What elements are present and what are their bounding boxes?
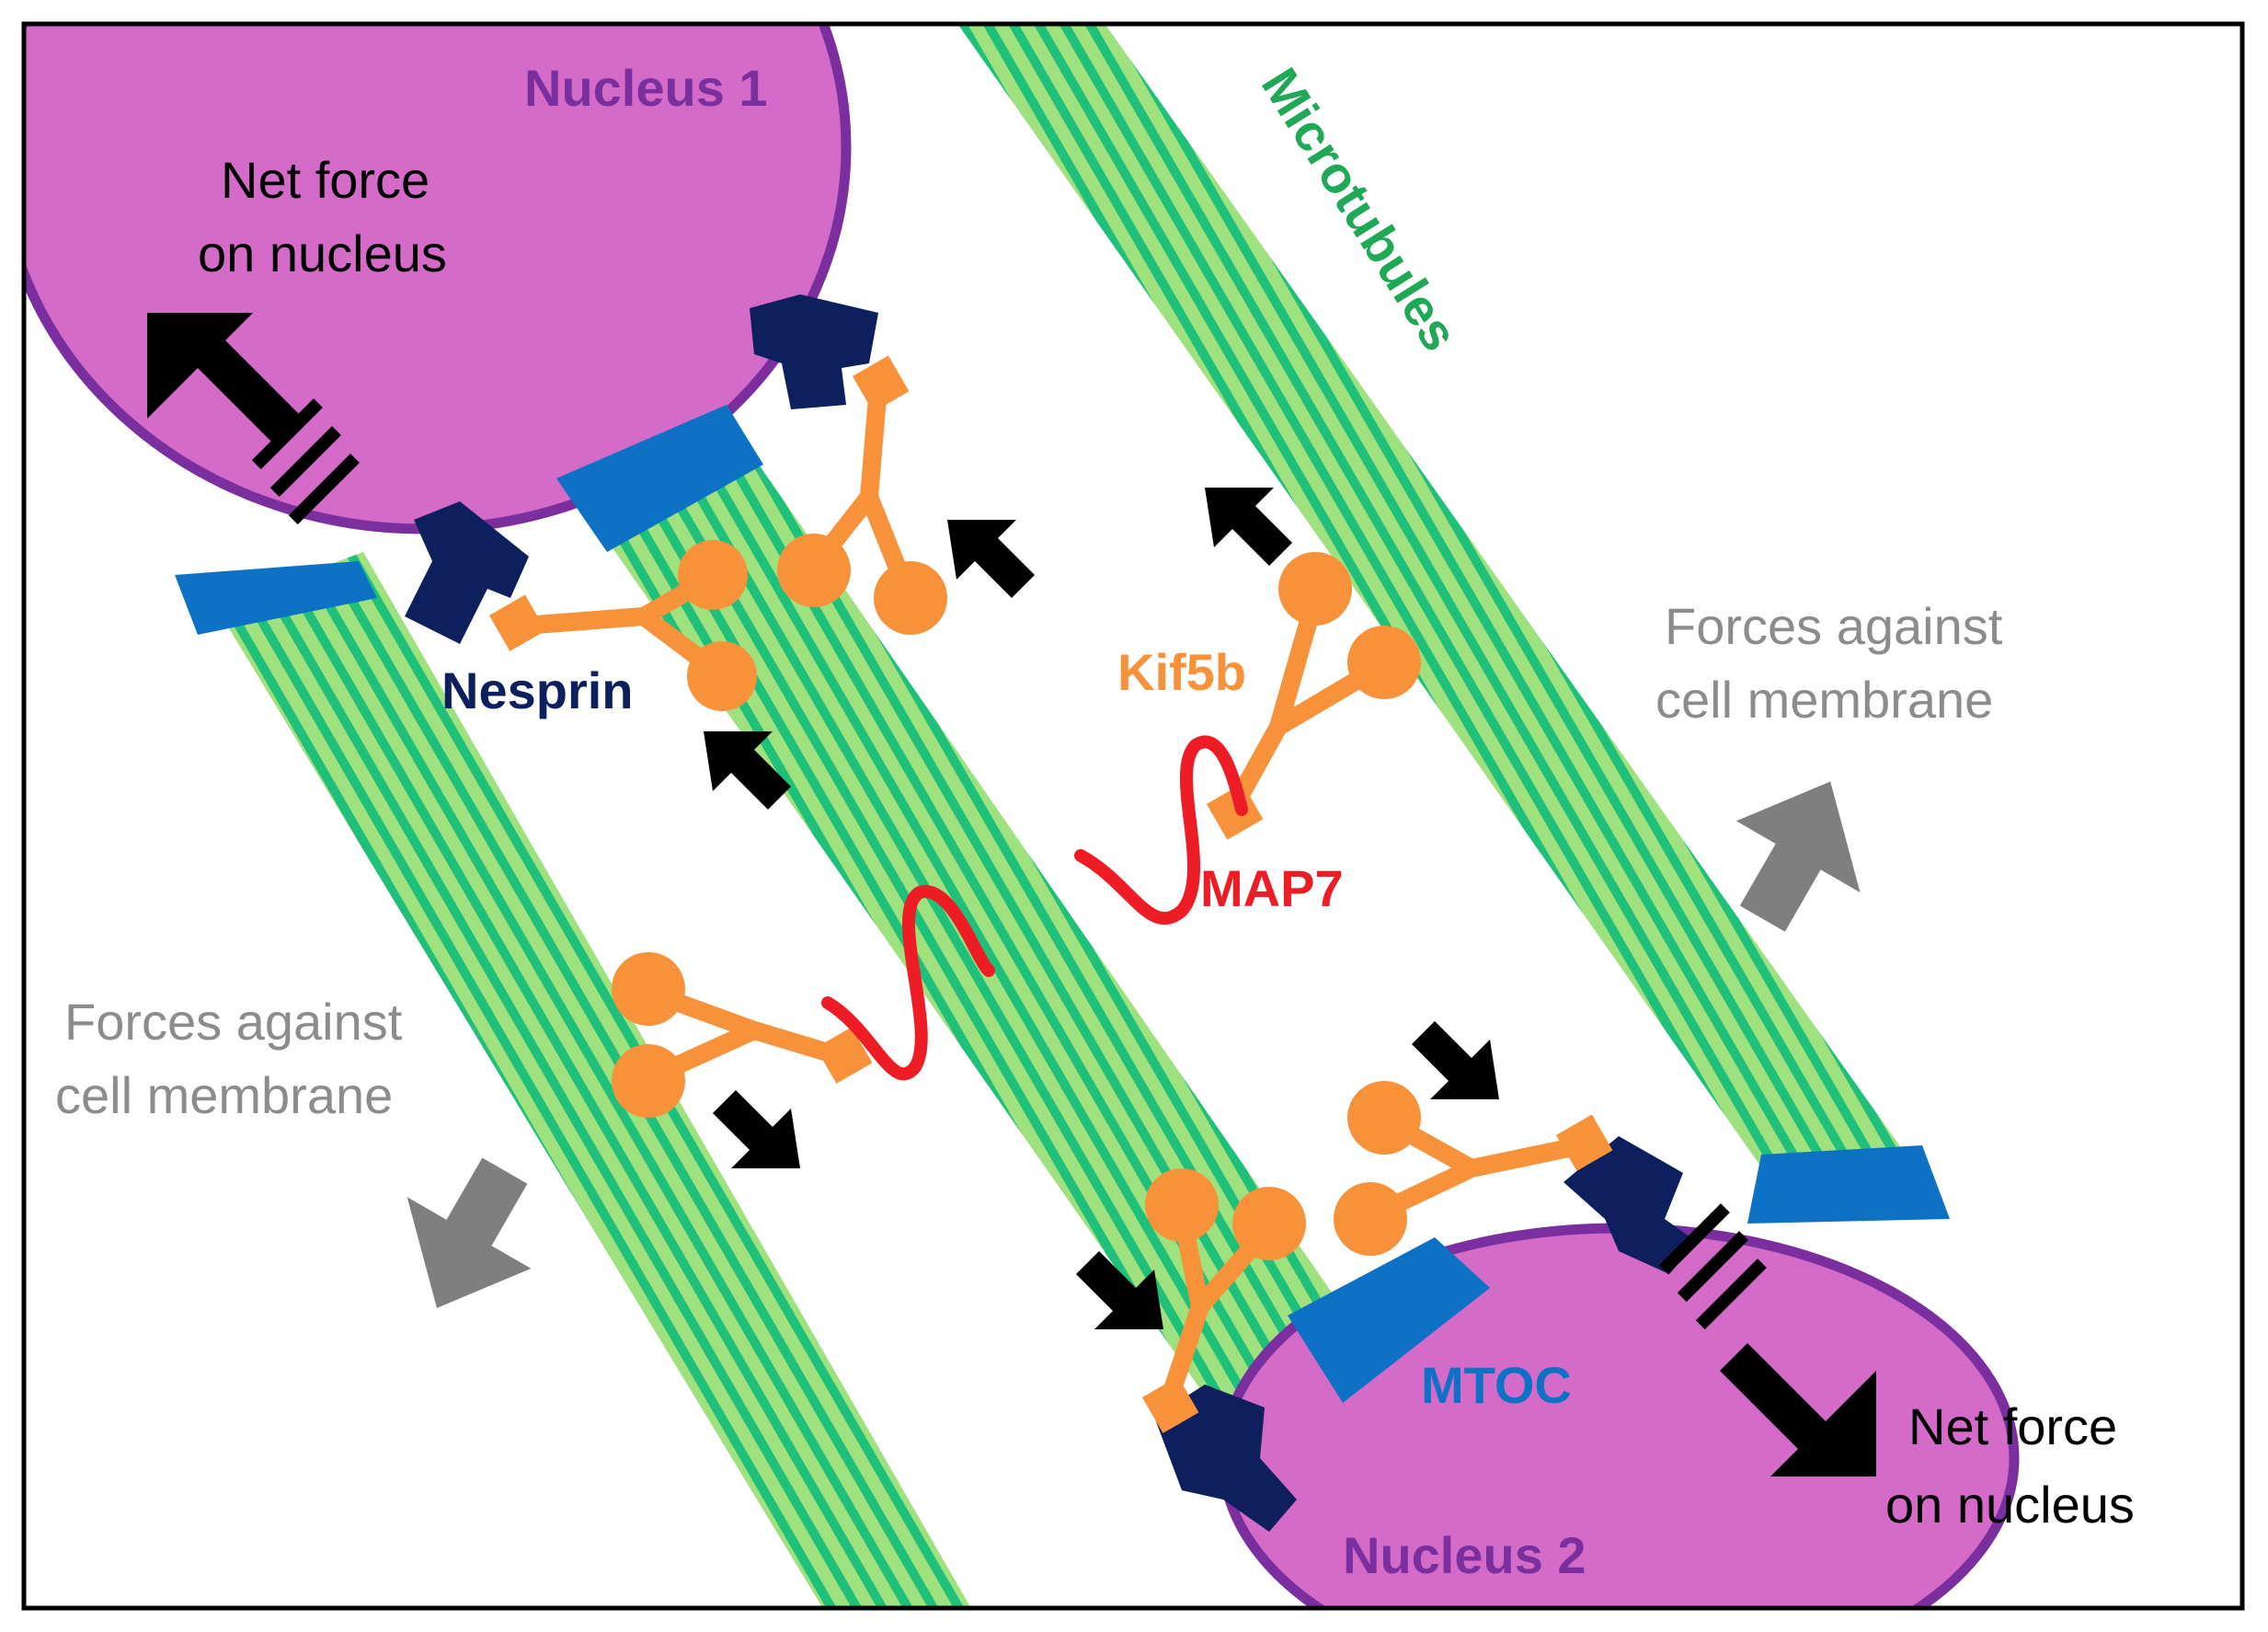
motion-arrow-2	[947, 520, 1035, 598]
net-force-2-line1: Net force	[1908, 1397, 2117, 1455]
motion-arrow-5	[1412, 1021, 1499, 1099]
nesprin-2	[750, 294, 878, 409]
kinesin-f	[1141, 1168, 1306, 1433]
nesprin-4	[1154, 1385, 1297, 1532]
microtubule-3	[957, 24, 1922, 1187]
nesprin-1	[405, 501, 529, 644]
map7-upper	[1074, 735, 1248, 925]
motion-arrows	[704, 488, 1499, 1329]
forces-left-line1: Forces against	[64, 993, 403, 1051]
nesprin-3	[1564, 1136, 1697, 1274]
kinesin-e	[1334, 1081, 1613, 1256]
net-force-arrow-2	[1658, 1203, 1876, 1477]
kinesin-c	[1206, 552, 1421, 840]
nesprin-proteins	[405, 294, 1697, 1532]
forces-right-line2: cell membrane	[1655, 671, 1993, 729]
net-force-1-line2: on nucleus	[198, 224, 447, 282]
map7-lower	[821, 885, 995, 1081]
forces-right-line1: Forces against	[1665, 597, 2003, 655]
forces-left-line2: cell membrane	[55, 1066, 393, 1124]
nesprin-label: Nesprin	[441, 661, 634, 719]
kinesin-d	[612, 952, 873, 1118]
mtoc-1b	[556, 405, 763, 552]
membrane-force-arrow-left	[407, 1157, 532, 1308]
frame-border	[21, 21, 2245, 1611]
net-force-2-line2: on nucleus	[1885, 1476, 2135, 1534]
mtoc-2b	[1747, 1145, 1950, 1224]
kinesin-a	[488, 540, 757, 711]
membrane-force-arrow-right	[1735, 781, 1861, 932]
mtoc-1a	[175, 561, 377, 635]
net-force-1-line1: Net force	[221, 151, 430, 209]
kinesin-motors	[488, 355, 1613, 1433]
kinesin-b	[777, 355, 947, 635]
motion-arrow-1	[704, 731, 791, 810]
net-force-arrow-1	[147, 313, 360, 525]
kif5b-label: Kif5b	[1117, 643, 1246, 701]
microtubule-1	[216, 552, 971, 1608]
motion-arrow-4	[713, 1090, 800, 1168]
motion-arrow-6	[1076, 1251, 1163, 1329]
nucleus-2-label: Nucleus 2	[1343, 1526, 1586, 1584]
motion-arrow-3	[1205, 488, 1292, 566]
map7-label: MAP7	[1200, 859, 1344, 917]
nucleus-1-label: Nucleus 1	[524, 59, 768, 117]
mtoc-2a	[1288, 1237, 1490, 1403]
mtoc-label: MTOC	[1421, 1356, 1572, 1414]
